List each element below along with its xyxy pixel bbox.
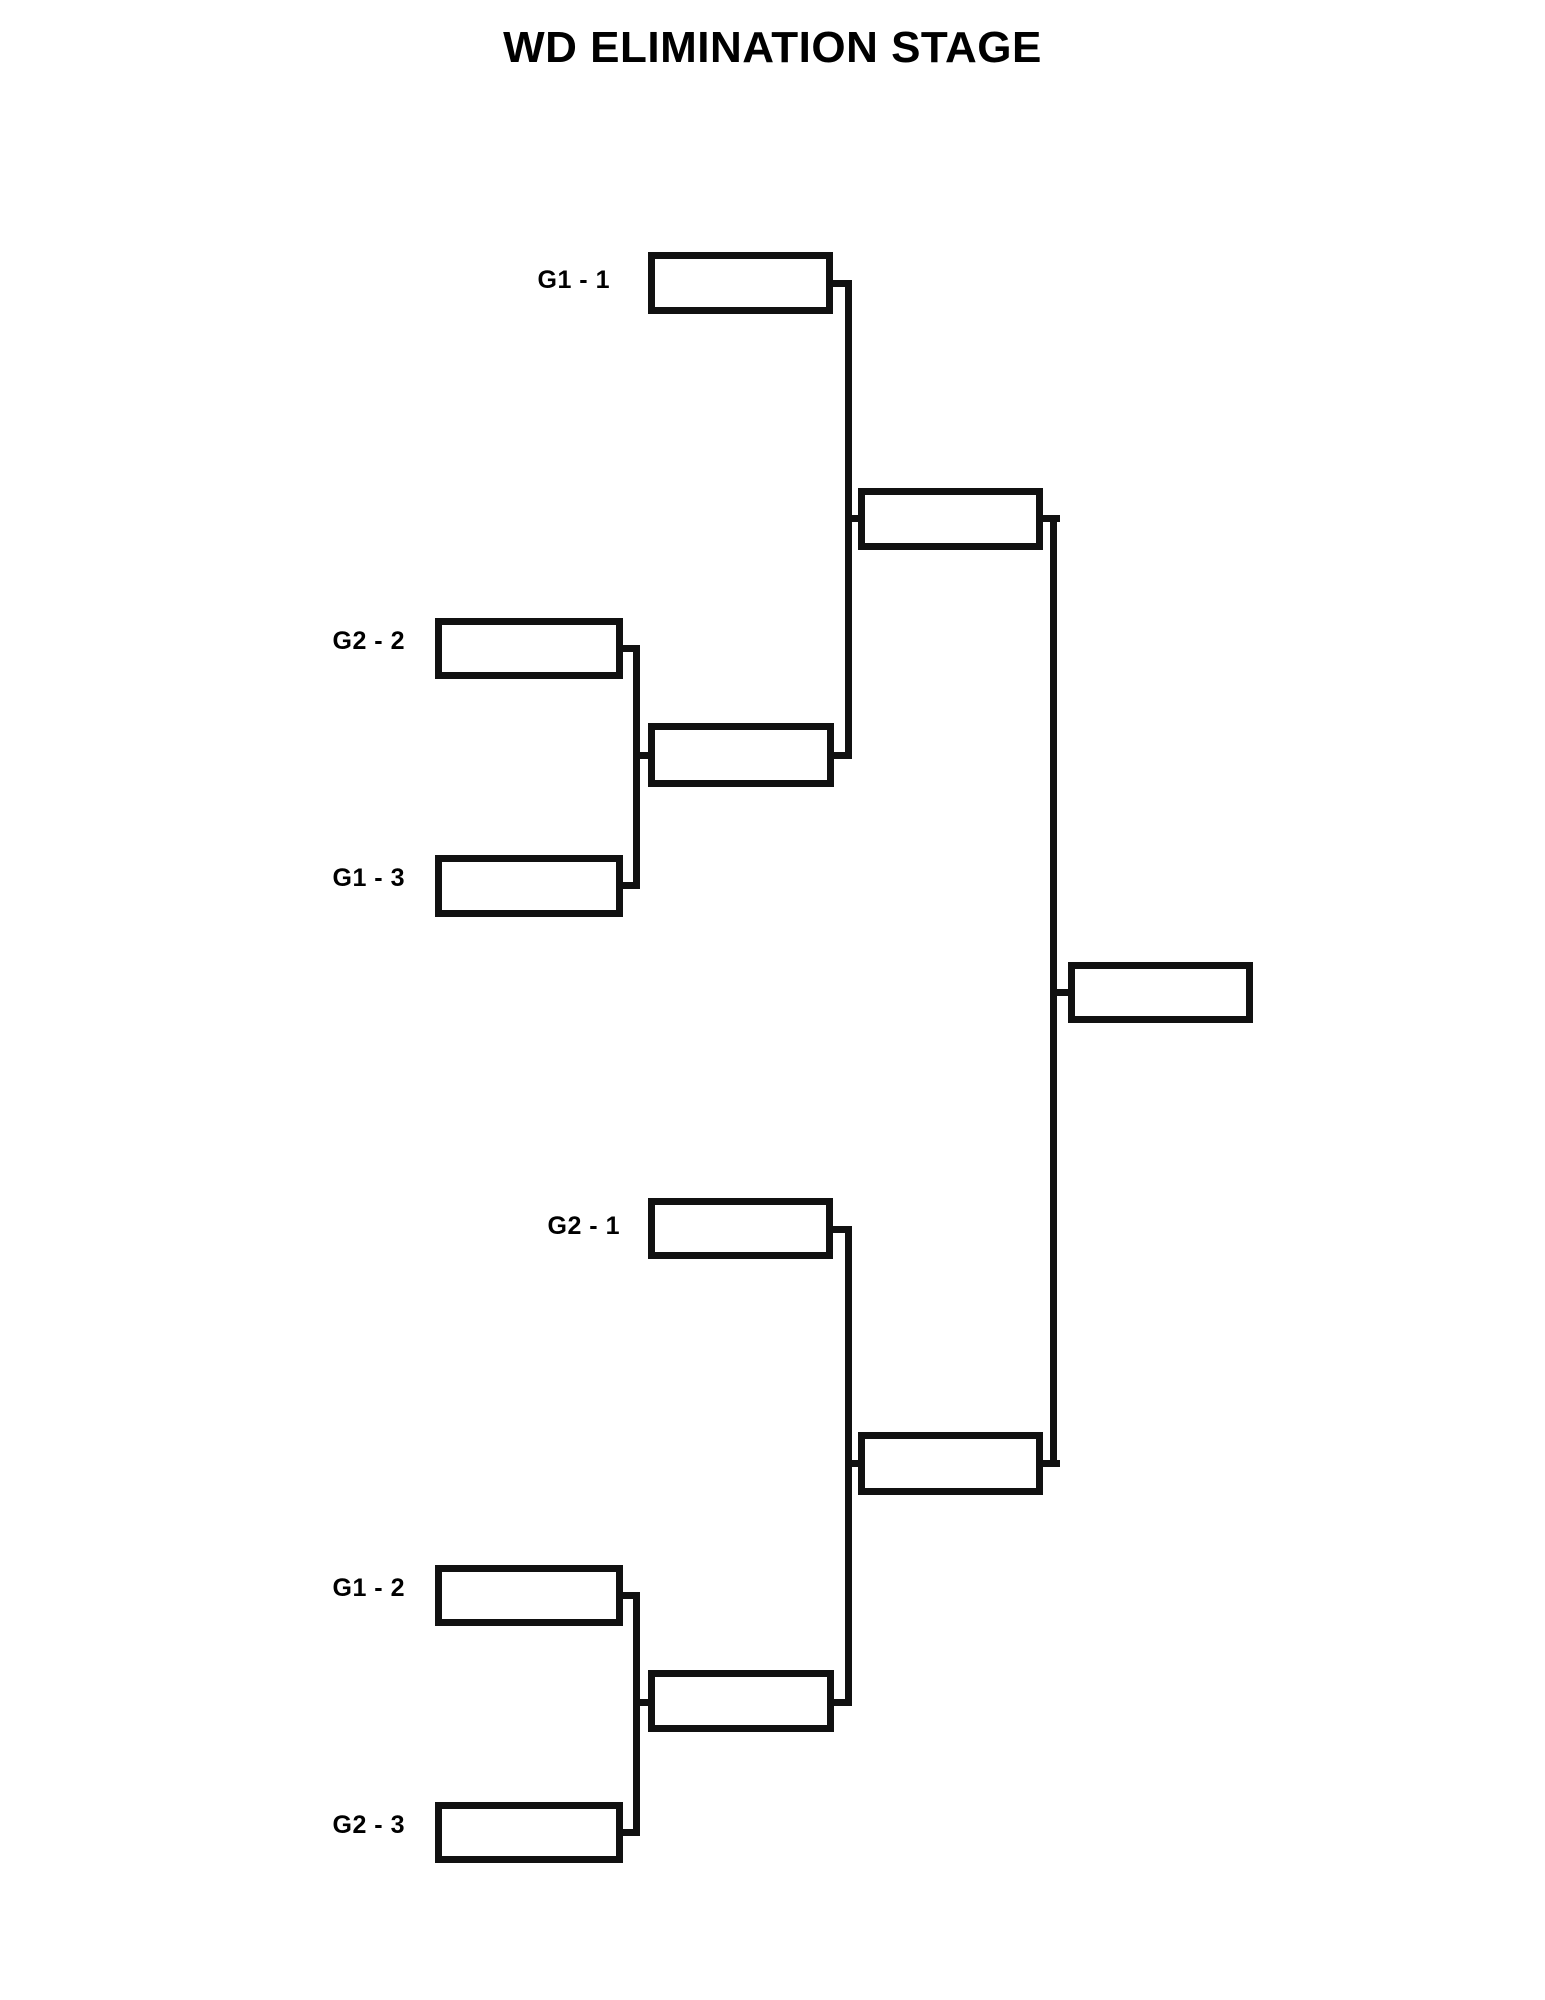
seed-label-g1-3: G1 - 3 (332, 864, 405, 892)
connector-h-bottom-r3-out (1036, 1460, 1060, 1467)
connector-h-g1-1-out (827, 280, 851, 287)
connector-h-bottom-r3-in (845, 1460, 867, 1467)
slot-bottom-r1-g2-3[interactable] (435, 1802, 623, 1863)
slot-final[interactable] (1068, 962, 1253, 1023)
connector-h-top-r3-out (1036, 515, 1060, 522)
connector-v-bottom-r2-join (633, 1592, 640, 1836)
slot-bottom-r1-g1-2[interactable] (435, 1565, 623, 1626)
slot-top-r1-g2-2[interactable] (435, 618, 623, 679)
seed-label-g1-1: G1 - 1 (537, 266, 610, 294)
connector-h-final-in (1050, 989, 1072, 996)
seed-label-g2-1: G2 - 1 (547, 1212, 620, 1240)
seed-label-g2-2: G2 - 2 (332, 627, 405, 655)
slot-top-r1-g1-3[interactable] (435, 855, 623, 917)
connector-h-g2-2-out (616, 645, 640, 652)
slot-bottom-r3[interactable] (858, 1432, 1043, 1495)
connector-h-top-r2-in (633, 752, 655, 759)
connector-h-top-r2-out (827, 752, 851, 759)
slot-top-r3[interactable] (858, 488, 1043, 550)
connector-h-bottom-r2-in (633, 1699, 655, 1706)
connector-h-g1-3-out (616, 882, 640, 889)
connector-h-g1-2-out (616, 1592, 640, 1599)
connector-h-g2-3-out (616, 1829, 640, 1836)
connector-h-top-r3-in (845, 515, 867, 522)
slot-top-r2-lower[interactable] (648, 723, 834, 787)
connector-h-g2-1-out (827, 1226, 851, 1233)
slot-bottom-r1-g2-1[interactable] (648, 1198, 833, 1259)
connector-v-top-r2-join (633, 645, 640, 889)
seed-label-g2-3: G2 - 3 (332, 1811, 405, 1839)
slot-bottom-r2-lower[interactable] (648, 1670, 834, 1732)
page-title: WD ELIMINATION STAGE (503, 23, 1042, 72)
slot-top-r1-g1-1[interactable] (648, 252, 833, 314)
seed-label-g1-2: G1 - 2 (332, 1574, 405, 1602)
connector-h-bottom-r2-out (827, 1699, 851, 1706)
